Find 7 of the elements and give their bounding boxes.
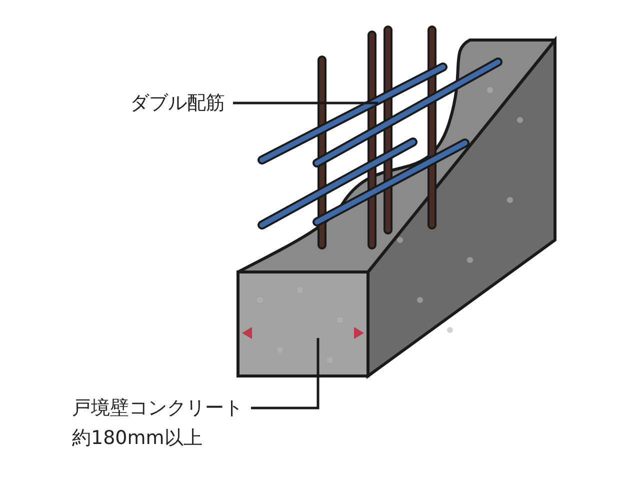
- rebar-drawing: [258, 26, 502, 250]
- callout-label: ダブル配筋: [130, 91, 225, 116]
- leader-line: [233, 102, 380, 104]
- callout-label: 約180mm以上: [72, 426, 204, 451]
- leader-line: [251, 338, 320, 410]
- callout-label: 戸境壁コンクリート: [72, 396, 243, 421]
- concrete-wall-drawing: [236, 36, 556, 379]
